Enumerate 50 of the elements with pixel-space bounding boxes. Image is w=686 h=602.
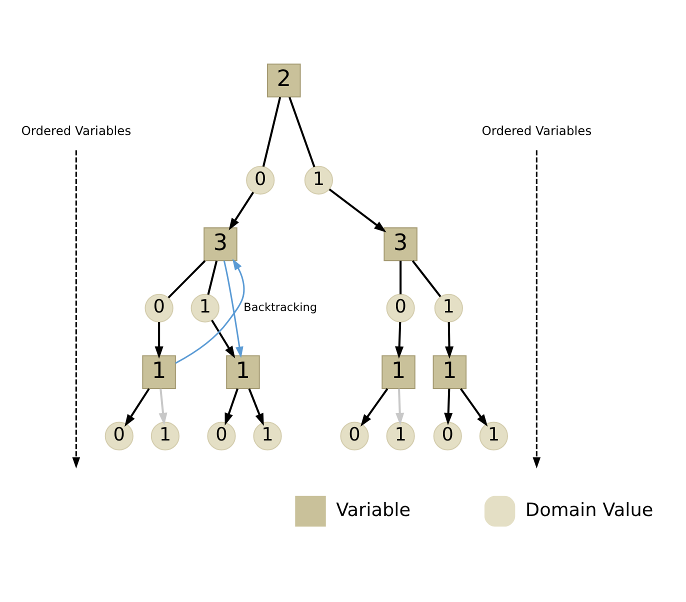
arrow	[211, 319, 236, 358]
legend-label: Variable	[336, 499, 411, 520]
connector	[412, 260, 442, 297]
node-circle: 0	[386, 293, 415, 322]
node-box: 3	[384, 226, 418, 261]
node-circle: 1	[479, 421, 508, 450]
arrow	[154, 322, 164, 358]
node-circle: 1	[304, 165, 334, 194]
arrow	[158, 388, 168, 425]
arrow	[328, 188, 386, 232]
edge-label: Backtracking	[244, 300, 317, 314]
node-circle: 0	[246, 165, 275, 194]
connector	[168, 260, 206, 298]
arrow	[396, 388, 404, 425]
node-circle: 1	[190, 293, 220, 322]
arrow	[224, 388, 239, 425]
node-circle: 0	[433, 421, 462, 450]
arrow	[223, 260, 244, 358]
node-circle: 1	[386, 421, 415, 450]
node-circle: 0	[144, 293, 174, 322]
arrow	[248, 388, 264, 426]
node-box: 2	[267, 63, 301, 97]
connector	[288, 96, 316, 167]
connector	[262, 96, 282, 166]
connector	[207, 260, 218, 294]
arrow	[532, 150, 541, 468]
node-circle: 1	[150, 421, 180, 450]
arrow	[360, 388, 388, 426]
arrow	[395, 321, 404, 358]
node-text: Ordered Variables	[21, 123, 132, 138]
arrow	[460, 388, 488, 426]
node-circle: 0	[207, 421, 236, 450]
legend-label: Domain Value	[525, 499, 654, 520]
node-circle: 0	[340, 421, 369, 450]
node-box: 1	[142, 354, 176, 388]
arrow	[175, 258, 245, 364]
node-box: 1	[226, 354, 260, 388]
node-box: 1	[432, 354, 467, 388]
connector	[400, 260, 402, 294]
node-text: Ordered Variables	[482, 123, 592, 138]
arrow	[444, 388, 453, 425]
arrow	[124, 388, 150, 426]
node-circle: 1	[253, 421, 282, 450]
arrow	[444, 321, 454, 358]
node-box: 3	[204, 226, 238, 261]
node-circle: 0	[104, 421, 134, 450]
node-circle: 1	[434, 293, 463, 322]
node-box: 1	[382, 354, 416, 388]
arrow	[228, 191, 254, 230]
arrow	[72, 150, 80, 468]
